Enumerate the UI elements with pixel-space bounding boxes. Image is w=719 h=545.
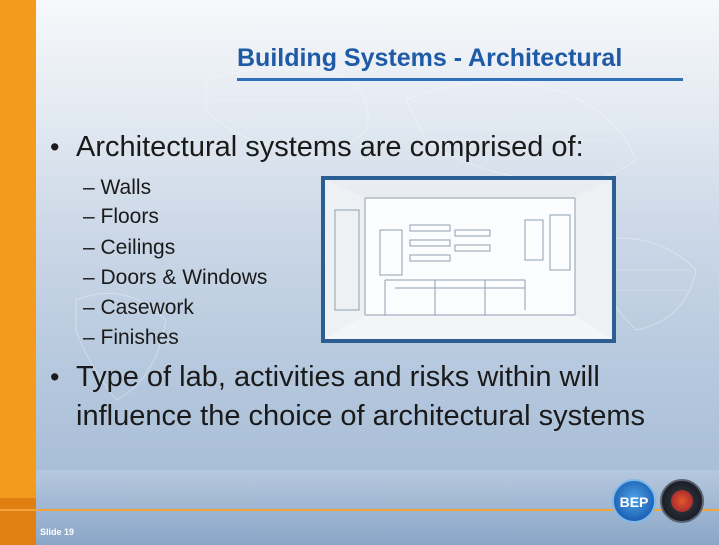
bullet-1: Architectural systems are comprised of: <box>76 131 584 163</box>
sub-item-finishes: – Finishes <box>83 326 179 349</box>
lab-illustration-frame <box>321 176 616 343</box>
lab-illustration-drawing <box>325 180 612 339</box>
bullet-2-line-2: influence the choice of architectural sy… <box>76 400 645 432</box>
left-accent-bar-bottom <box>0 498 36 545</box>
bep-logo-text: BEP <box>619 494 649 510</box>
bep-logo-icon: BEP <box>612 479 656 523</box>
slide-number: Slide 19 <box>40 527 75 537</box>
bullet-dot-1: • <box>50 132 60 162</box>
bullet-dot-2: • <box>50 362 60 392</box>
cbep-logo-icon <box>660 479 704 523</box>
left-accent-bar <box>0 0 36 545</box>
footer-band <box>36 470 719 545</box>
footer-divider <box>0 509 719 511</box>
sub-item-casework: – Casework <box>83 296 194 319</box>
sub-item-ceilings: – Ceilings <box>83 236 176 259</box>
cbep-logo-emblem <box>671 490 693 512</box>
sub-item-doors-windows: – Doors & Windows <box>83 266 268 289</box>
sub-item-walls: – Walls <box>83 176 152 199</box>
title-underline <box>237 78 683 81</box>
bullet-2-line-1: Type of lab, activities and risks within… <box>76 361 600 393</box>
slide-title: Building Systems - Architectural <box>237 44 623 72</box>
lab-illustration <box>325 180 612 339</box>
sub-item-floors: – Floors <box>83 205 159 228</box>
